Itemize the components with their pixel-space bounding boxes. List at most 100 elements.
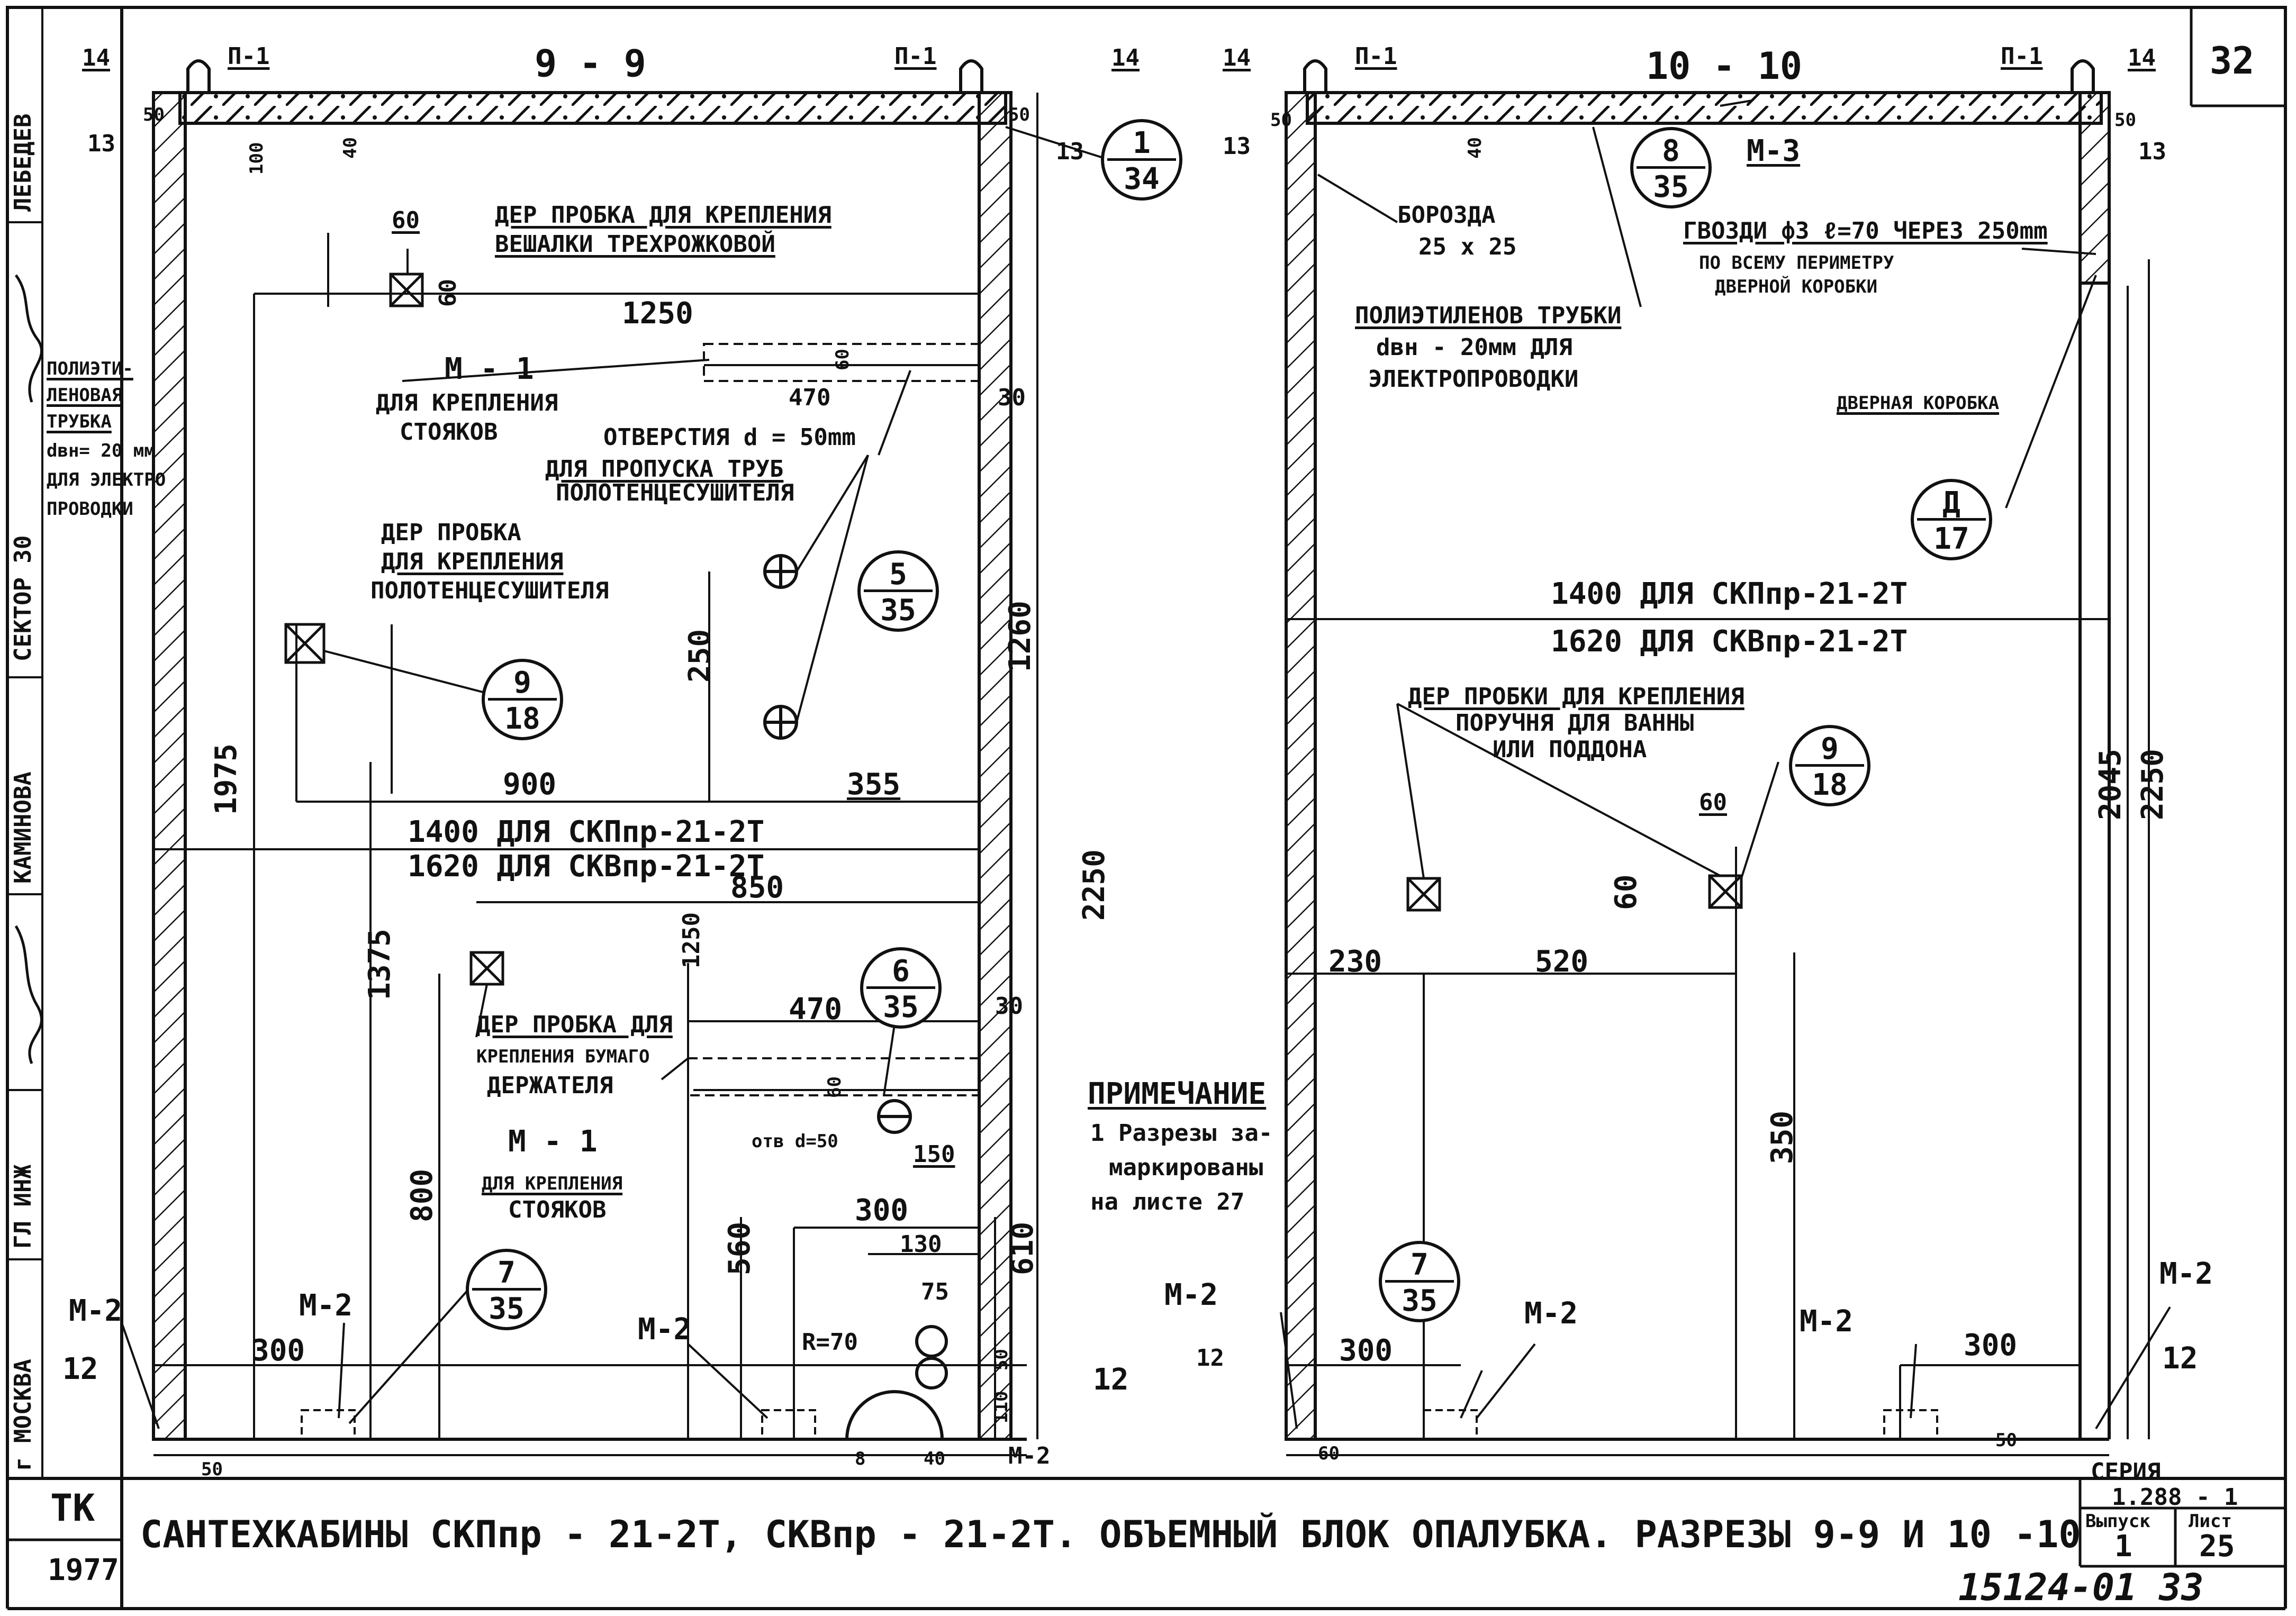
label-pipe-1: ПОЛИЭТИ-	[47, 358, 133, 379]
dim-850: 850	[730, 870, 784, 905]
dim-50-left-10-10: 50	[1270, 110, 1292, 131]
dim-50-top-right: 50	[1008, 104, 1030, 125]
label-m1-top-note-1: ДЛЯ КРЕПЛЕНИЯ	[376, 389, 558, 416]
note-line-3: на листе 27	[1090, 1188, 1245, 1215]
label-der-polot-3: ПОЛОТЕНЦЕСУШИТЕЛЯ	[370, 577, 609, 604]
dim-50-right-10-10: 50	[2114, 110, 2136, 131]
label-der-veshalki-1: ДЕР ПРОБКА ДЛЯ КРЕПЛЕНИЯ	[495, 202, 831, 229]
stamp-sector: СЕКТОР 30	[10, 535, 37, 661]
note-line-2: маркированы	[1109, 1154, 1263, 1181]
dim-1375: 1375	[363, 929, 397, 1000]
dim-14-right-10-10: 14	[2128, 44, 2156, 71]
label-m1-bot-note-2: СТОЯКОВ	[508, 1196, 607, 1223]
section-10-10-dimlines	[1286, 259, 2150, 1456]
label-radius: R=70	[802, 1329, 858, 1356]
dim-900: 900	[503, 767, 557, 802]
label-m2-a-10-10: М-2	[1164, 1278, 1218, 1312]
dim-100: 100	[246, 142, 267, 175]
stamp-name-kaminova: КАМИНОВА	[10, 771, 37, 884]
width-1400-9-9: 1400 ДЛЯ СКПпр-21-2Т	[408, 815, 765, 849]
dim-230: 230	[1328, 945, 1382, 979]
sheet-value: 25	[2199, 1529, 2235, 1564]
label-der-veshalki-2: ВЕШАЛКИ ТРЕХРОЖКОВОЙ	[495, 231, 775, 258]
signature-2	[14, 925, 43, 1064]
label-m2-b-10-10: М-2	[1524, 1296, 1578, 1331]
label-borozda-2: 25 х 25	[1418, 233, 1517, 260]
label-pipe-6: ПРОВОДКИ	[47, 498, 133, 520]
dim-14-left-10-10: 14	[1223, 44, 1251, 71]
dim-470-bot: 470	[789, 992, 843, 1027]
side-stamp-lines	[6, 7, 43, 1478]
dim-2250: 2250	[1077, 849, 1111, 921]
dim-13-right: 13	[1056, 138, 1084, 165]
label-m2-c-10-10: М-2	[1800, 1304, 1854, 1339]
stamp-city: г МОСКВА	[10, 1359, 37, 1471]
dim-300-right-10-10: 300	[1964, 1328, 2018, 1363]
label-der-polot-1: ДЕР ПРОБКА	[381, 519, 521, 546]
label-holes-2: ДЛЯ ПРОПУСКА ТРУБ	[545, 456, 784, 483]
dim-60-bottom-10-10: 60	[1318, 1443, 1340, 1464]
series-label: СЕРИЯ	[2091, 1458, 2161, 1485]
label-pipe-3: ТРУБКА	[47, 411, 112, 432]
label-pipe-4: dвн= 20 мм	[47, 440, 155, 461]
label-m1-bot-note-1: ДЛЯ КРЕПЛЕНИЯ	[482, 1173, 623, 1194]
section-9-9-dimlines	[153, 93, 1038, 1456]
label-door-frame: ДВЕРНАЯ КОРОБКА	[1837, 393, 2000, 414]
label-poly-2: dвн - 20мм ДЛЯ	[1376, 334, 1572, 361]
section-9-9-walls	[152, 91, 1027, 1441]
label-poly-3: ЭЛЕКТРОПРОВОДКИ	[1368, 366, 1579, 393]
label-m3: М-3	[1747, 134, 1801, 168]
issue-label: Выпуск	[2085, 1511, 2150, 1532]
holes-9-9	[763, 554, 948, 1440]
title-block-year: 1977	[48, 1553, 119, 1587]
dim-300-left-10-10: 300	[1339, 1333, 1393, 1368]
p1-left-9-9: П-1	[228, 43, 270, 70]
dim-110: 110	[991, 1391, 1012, 1423]
label-poly-1: ПОЛИЭТИЛЕНОВ ТРУБКИ	[1355, 302, 1622, 329]
leaders-9-9	[121, 126, 1107, 1429]
sheet-label: Лист	[2189, 1511, 2232, 1532]
dim-12-left-10-10: 12	[1196, 1345, 1224, 1372]
p1-right-10-10: П-1	[2001, 43, 2043, 70]
dim-50-bottom-10-10: 50	[1995, 1430, 2017, 1451]
p1-left-10-10: П-1	[1355, 43, 1397, 70]
dim-350: 350	[1765, 1110, 1800, 1164]
dim-1975: 1975	[209, 743, 243, 815]
label-m2-b-9-9: М-2	[299, 1288, 353, 1323]
dim-520: 520	[1535, 945, 1589, 979]
label-m2-d-10-10: М-2	[2159, 1257, 2213, 1291]
leaders-10-10	[1280, 99, 2171, 1430]
dim-14-right: 14	[1111, 44, 1140, 71]
dim-2250-10-10: 2250	[2136, 749, 2170, 820]
label-hole-d50: отв d=50	[752, 1131, 838, 1152]
dim-75: 75	[921, 1278, 949, 1305]
label-der-polot-2: ДЛЯ КРЕПЛЕНИЯ	[381, 548, 564, 575]
drawing-title: САНТЕХКАБИНЫ СКПпр - 21-2Т, СКВпр - 21-2…	[140, 1513, 2081, 1556]
label-gvozdi-2: ПО ВСЕМУ ПЕРИМЕТРУ	[1699, 252, 1894, 274]
dim-355: 355	[847, 767, 901, 802]
label-m2-d-9-9: М-2	[1008, 1442, 1051, 1469]
label-gvozdi-3: ДВЕРНОЙ КОРОБКИ	[1715, 276, 1878, 297]
note-line-1: 1 Разрезы за-	[1090, 1120, 1273, 1147]
archive-number: 15124-01 33	[1958, 1566, 2204, 1609]
dim-800: 800	[405, 1168, 439, 1222]
dim-470-top: 470	[789, 384, 831, 411]
dim-50-bottom-9-9: 50	[201, 1459, 223, 1480]
dim-60-bot: 60	[824, 1076, 845, 1098]
dim-560: 560	[722, 1221, 757, 1275]
dim-8: 8	[855, 1448, 866, 1469]
label-der-bumag-2: КРЕПЛЕНИЯ БУМАГО	[476, 1046, 650, 1067]
label-pipe-2: ЛЕНОВАЯ	[47, 385, 123, 406]
dim-40-bottom: 40	[924, 1448, 945, 1469]
series-value: 1.288 - 1	[2112, 1484, 2238, 1511]
sheet-number: 32	[2210, 39, 2255, 83]
dim-30-top: 30	[998, 384, 1026, 411]
dim-250: 250	[683, 629, 717, 683]
dim-12-right-9-9: 12	[1093, 1363, 1129, 1397]
